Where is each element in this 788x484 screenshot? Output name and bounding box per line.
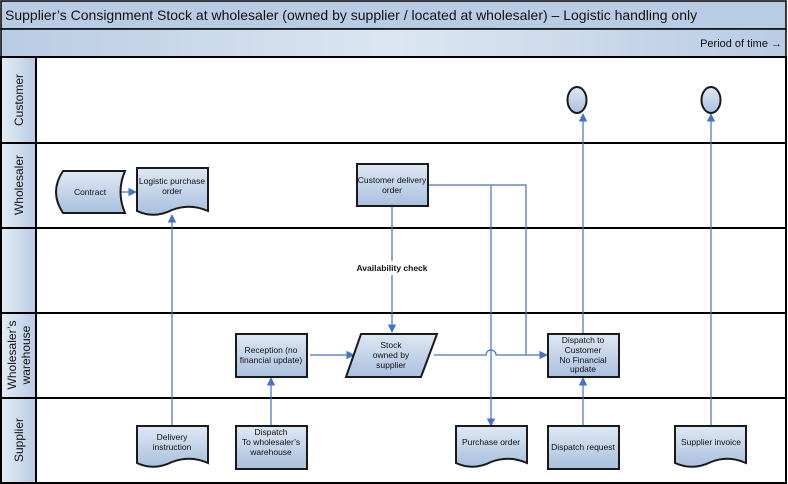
timeline-bar bbox=[0, 28, 787, 58]
lane-label-customer: Customer bbox=[12, 74, 26, 126]
svg-text:Customer delivery: Customer delivery bbox=[358, 175, 427, 185]
delivery-instruction-shape[interactable]: Delivery instruction bbox=[136, 425, 209, 468]
svg-text:Reception (no: Reception (no bbox=[245, 345, 298, 355]
customer-end-event-2[interactable] bbox=[700, 86, 722, 114]
svg-text:Contract: Contract bbox=[74, 187, 107, 197]
svg-text:order: order bbox=[382, 185, 402, 195]
svg-text:Dispatch to: Dispatch to bbox=[562, 335, 605, 345]
lane-label-warehouse-2: warehouse bbox=[19, 325, 33, 385]
svg-text:Dispatch request: Dispatch request bbox=[551, 442, 615, 452]
customer-end-event-1[interactable] bbox=[566, 86, 588, 114]
dispatch-to-wholesaler-shape[interactable]: Dispatch To wholesaler’s warehouse bbox=[235, 425, 308, 470]
logistic-purchase-order-shape[interactable]: Logistic purchase order bbox=[136, 167, 209, 216]
connector-cdo-dispatch bbox=[429, 184, 527, 355]
lanes: Customer Wholesaler Wholesaler’s warehou… bbox=[0, 56, 787, 484]
svg-text:Delivery: Delivery bbox=[157, 432, 188, 442]
lane-label-wholesaler: Wholesaler bbox=[12, 155, 26, 215]
svg-text:Logistic purchase: Logistic purchase bbox=[139, 176, 205, 186]
svg-text:No Financial: No Financial bbox=[559, 355, 606, 365]
svg-text:Customer: Customer bbox=[565, 345, 602, 355]
svg-text:Purchase order: Purchase order bbox=[462, 437, 520, 447]
svg-text:instruction: instruction bbox=[153, 442, 192, 452]
stock-shape[interactable]: Stock owned by supplier bbox=[344, 333, 439, 378]
purchase-order-shape[interactable]: Purchase order bbox=[455, 425, 528, 468]
svg-text:Supplier invoice: Supplier invoice bbox=[681, 437, 741, 447]
dispatch-to-customer-shape[interactable]: Dispatch to Customer No Financial update bbox=[547, 333, 620, 378]
connectors: Availability check bbox=[121, 113, 716, 427]
svg-text:To wholesaler’s: To wholesaler’s bbox=[242, 437, 300, 447]
reception-shape[interactable]: Reception (no financial update) bbox=[235, 333, 308, 378]
timeline-label: Period of time → bbox=[700, 38, 782, 50]
svg-text:Dispatch: Dispatch bbox=[254, 427, 287, 437]
svg-text:financial update): financial update) bbox=[240, 355, 303, 365]
lane-label-warehouse-1: Wholesaler’s bbox=[5, 321, 19, 390]
contract-shape[interactable]: Contract bbox=[55, 170, 127, 214]
svg-text:warehouse: warehouse bbox=[249, 447, 292, 457]
supplier-invoice-shape[interactable]: Supplier invoice bbox=[674, 425, 747, 468]
dispatch-request-shape[interactable]: Dispatch request bbox=[547, 425, 620, 470]
svg-text:Stock: Stock bbox=[380, 340, 402, 350]
diagram-title: Supplier’s Consignment Stock at wholesal… bbox=[5, 7, 697, 23]
customer-delivery-order-shape[interactable]: Customer delivery order bbox=[356, 163, 429, 207]
title-bar bbox=[0, 0, 787, 30]
lane-label-supplier: Supplier bbox=[12, 418, 26, 462]
svg-text:supplier: supplier bbox=[376, 360, 406, 370]
svg-text:update: update bbox=[570, 364, 596, 374]
svg-text:order: order bbox=[162, 186, 182, 196]
svg-text:owned by: owned by bbox=[373, 350, 410, 360]
availability-check-label: Availability check bbox=[356, 263, 427, 273]
